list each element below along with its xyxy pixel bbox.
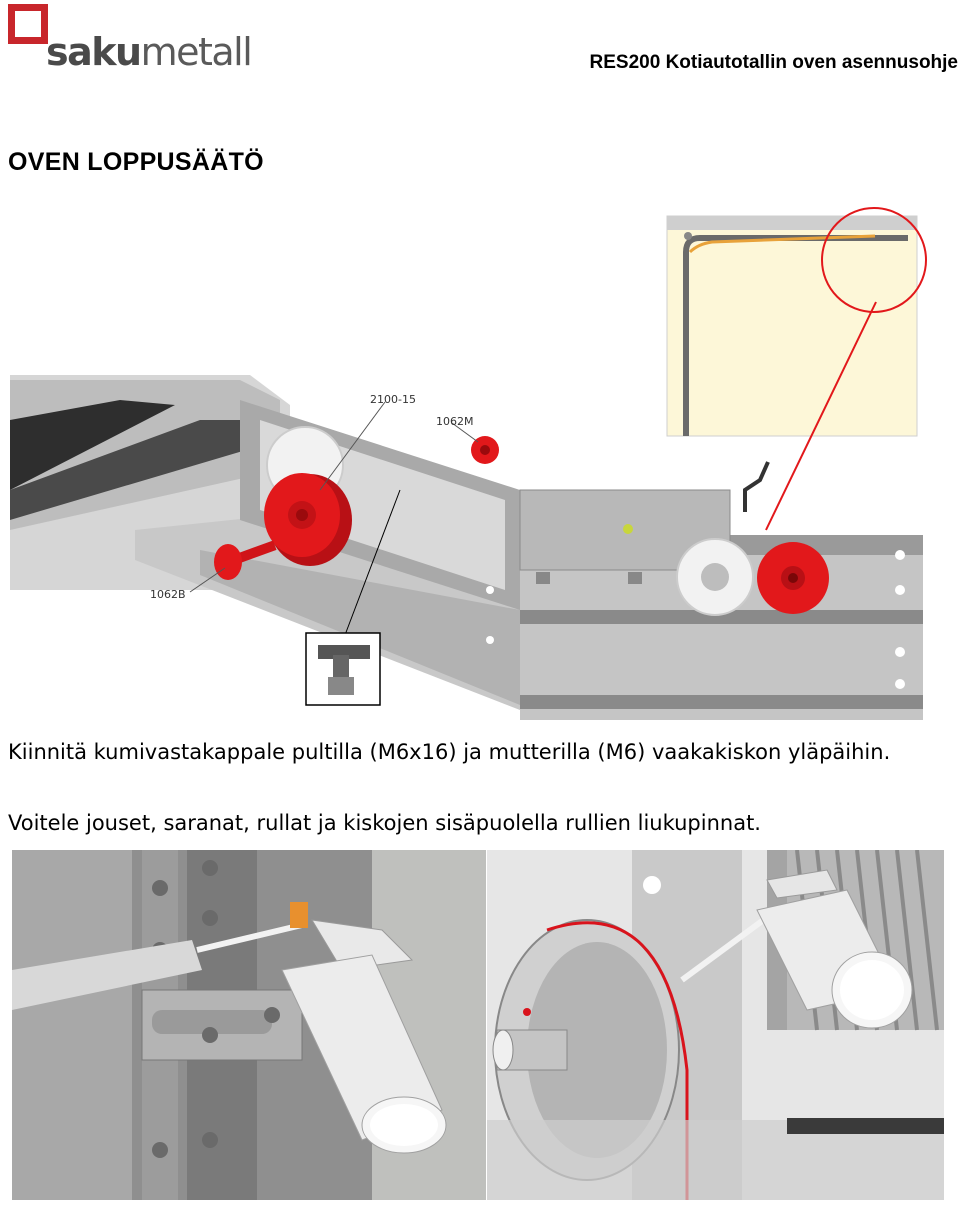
callout-1062b: 1062B xyxy=(150,588,186,601)
cable-drum xyxy=(492,919,689,1200)
logo-mark xyxy=(8,4,48,44)
document-title: RES200 Kotiautotallin oven asennusohje xyxy=(589,52,958,73)
bumper-installation-figure: 2100-15 1062M 1062B xyxy=(0,190,960,730)
logo-regular-text: metall xyxy=(140,30,253,74)
door-panel-drawing xyxy=(10,375,520,710)
oil-can-icon xyxy=(680,869,913,1029)
lubricate-spring-figure xyxy=(487,850,944,1200)
drill-tool-inset xyxy=(305,489,401,706)
instruction-paragraph-2: Voitele jouset, saranat, rullat ja kisko… xyxy=(8,811,761,835)
lubricate-hinge-figure xyxy=(12,850,486,1200)
logo: sakumetall xyxy=(46,30,253,74)
callout-2100-15: 2100-15 xyxy=(370,393,416,406)
horizontal-rail-drawing xyxy=(519,461,923,720)
section-title: OVEN LOPPUSÄÄTÖ xyxy=(8,148,264,176)
logo-bold-text: saku xyxy=(46,30,142,74)
callout-1062m: 1062M xyxy=(436,415,474,428)
oil-can-icon xyxy=(196,902,447,1154)
instruction-paragraph-1: Kiinnitä kumivastakappale pultilla (M6x1… xyxy=(8,740,891,764)
overview-inset xyxy=(666,207,927,531)
